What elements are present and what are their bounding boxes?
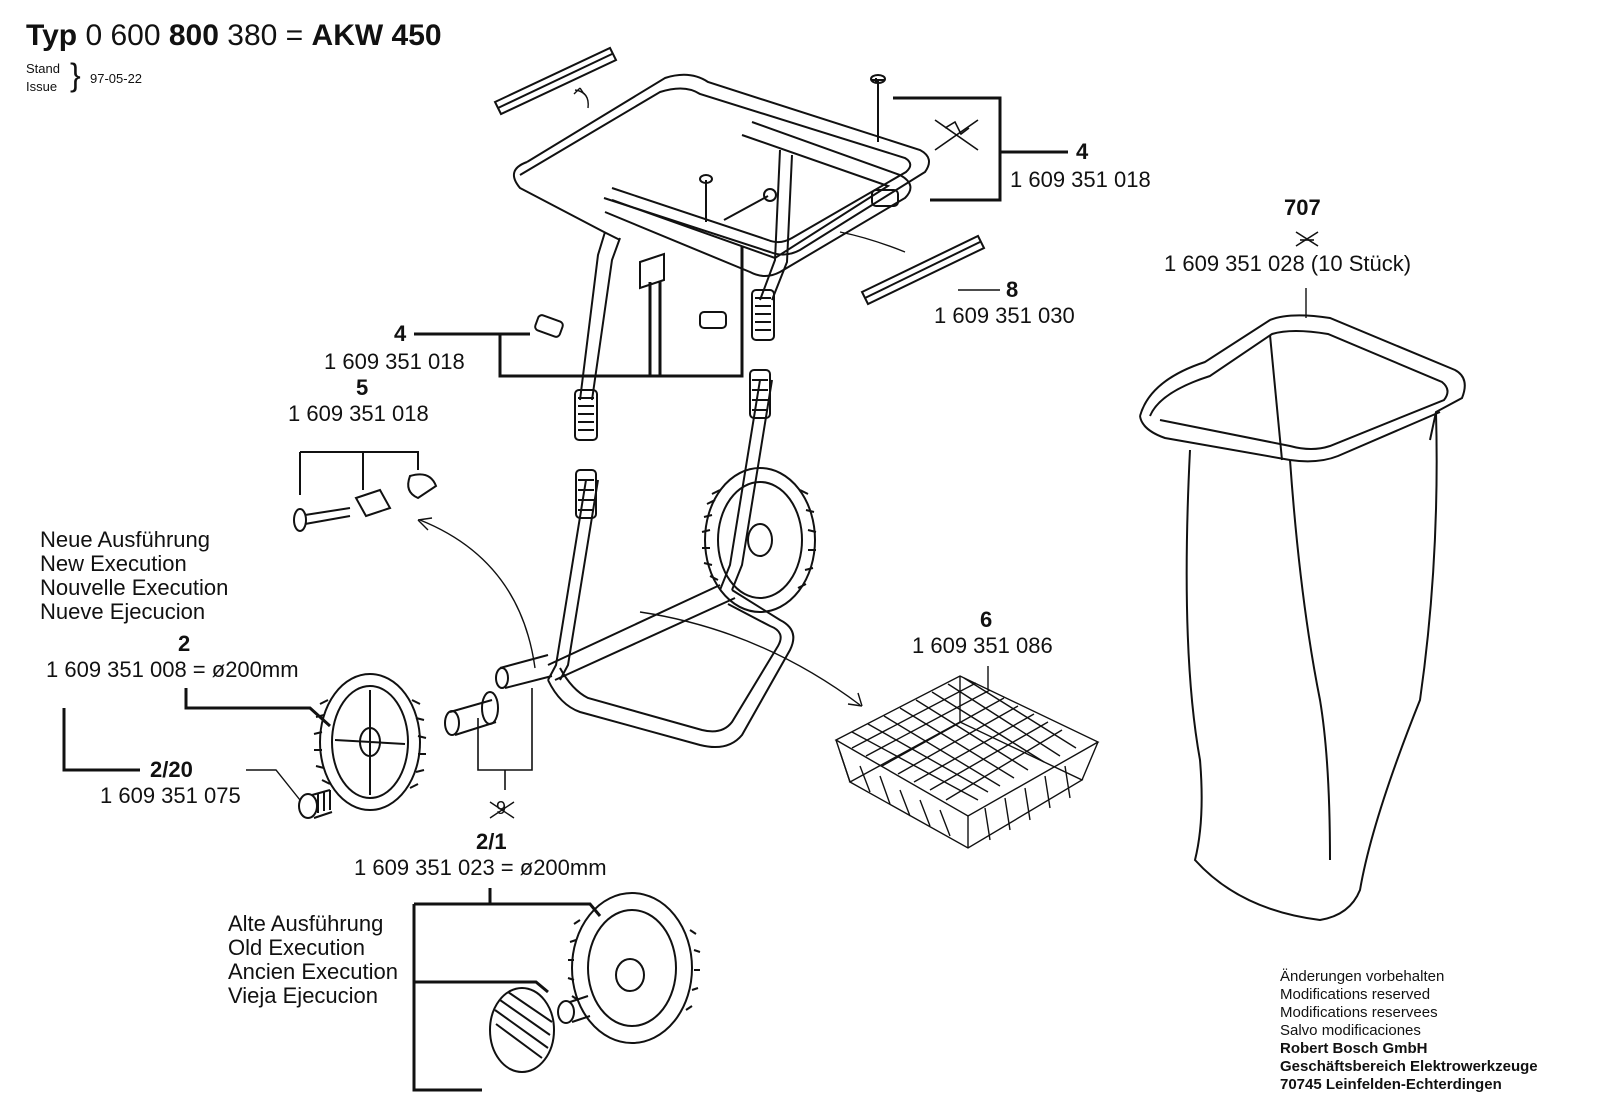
footer-division: Geschäftsbereich Elektrowerkzeuge bbox=[1280, 1058, 1538, 1075]
new-execution-en: New Execution bbox=[40, 551, 187, 576]
part-5-number: 5 bbox=[356, 375, 369, 400]
basket bbox=[834, 675, 1100, 849]
part-4-top-number: 4 bbox=[1076, 139, 1089, 164]
typ-prefix: Typ bbox=[26, 19, 78, 52]
not-available-symbol-top bbox=[934, 119, 979, 151]
part-2-code: 1 609 351 008 = ø200mm bbox=[46, 657, 299, 682]
wheel-new bbox=[313, 673, 427, 811]
handle-grip-top bbox=[493, 46, 618, 116]
leader-lines bbox=[62, 96, 1068, 1092]
part-6-code: 1 609 351 086 bbox=[912, 633, 1053, 658]
model-title: Typ 0 600 800 380 = AKW 450 bbox=[26, 20, 442, 52]
part-8-code: 1 609 351 030 bbox=[934, 303, 1075, 328]
footer-line-fr: Modifications reservees bbox=[1280, 1004, 1438, 1021]
part-5-set bbox=[293, 451, 438, 532]
old-execution-es: Vieja Ejecucion bbox=[228, 983, 379, 1008]
part-5-code: 1 609 351 018 bbox=[288, 401, 429, 426]
not-available-symbol-707 bbox=[1295, 231, 1319, 247]
new-execution-de: Neue Ausführung bbox=[40, 527, 211, 552]
part-6-number: 6 bbox=[980, 607, 993, 632]
part-2-1-number: 2/1 bbox=[476, 829, 507, 854]
issue-label: Issue bbox=[26, 79, 58, 94]
part-4-left-number: 4 bbox=[394, 321, 407, 346]
new-execution-es: Nueve Ejecucion bbox=[40, 599, 206, 624]
lower-frame bbox=[444, 369, 795, 748]
new-execution-fr: Nouvelle Execution bbox=[40, 575, 229, 600]
typ-number-b: 800 bbox=[168, 19, 219, 52]
part-8-number: 8 bbox=[1006, 277, 1019, 302]
issue-date: 97-05-22 bbox=[90, 71, 143, 86]
stand-label: Stand bbox=[26, 61, 60, 76]
old-execution-fr: Ancien Execution bbox=[228, 959, 398, 984]
footer-line-de: Änderungen vorbehalten bbox=[1280, 968, 1445, 985]
rear-wheel bbox=[701, 467, 817, 613]
part-2-1-code: 1 609 351 023 = ø200mm bbox=[354, 855, 607, 880]
part-2-number: 2 bbox=[178, 631, 191, 656]
part-4-top-code: 1 609 351 018 bbox=[1010, 167, 1151, 192]
part-707-number: 707 bbox=[1284, 195, 1321, 220]
footer-address: 70745 Leinfelden-Echterdingen bbox=[1280, 1076, 1502, 1093]
part-2-20-code: 1 609 351 075 bbox=[100, 783, 241, 808]
brace-glyph: } bbox=[70, 57, 81, 93]
footer-line-es: Salvo modificaciones bbox=[1280, 1022, 1421, 1039]
part-707-code: 1 609 351 028 (10 Stück) bbox=[1164, 251, 1412, 276]
typ-number-a: 0 600 bbox=[85, 19, 161, 52]
handle-grip-right bbox=[860, 234, 986, 306]
wheel-old bbox=[489, 892, 701, 1073]
part-9-number: 9 bbox=[496, 798, 507, 818]
upper-frame bbox=[512, 73, 930, 441]
typ-number-c: 380 = bbox=[227, 19, 304, 52]
old-execution-en: Old Execution bbox=[228, 935, 365, 960]
old-execution-de: Alte Ausführung bbox=[228, 911, 384, 936]
part-4-left-code: 1 609 351 018 bbox=[324, 349, 465, 374]
collection-bag bbox=[1139, 314, 1466, 922]
footer-company: Robert Bosch GmbH bbox=[1280, 1040, 1428, 1057]
footer-line-en: Modifications reserved bbox=[1280, 986, 1431, 1003]
model-name: AKW 450 bbox=[311, 19, 442, 52]
hub-screw bbox=[298, 789, 333, 819]
part-2-20-number: 2/20 bbox=[150, 757, 193, 782]
